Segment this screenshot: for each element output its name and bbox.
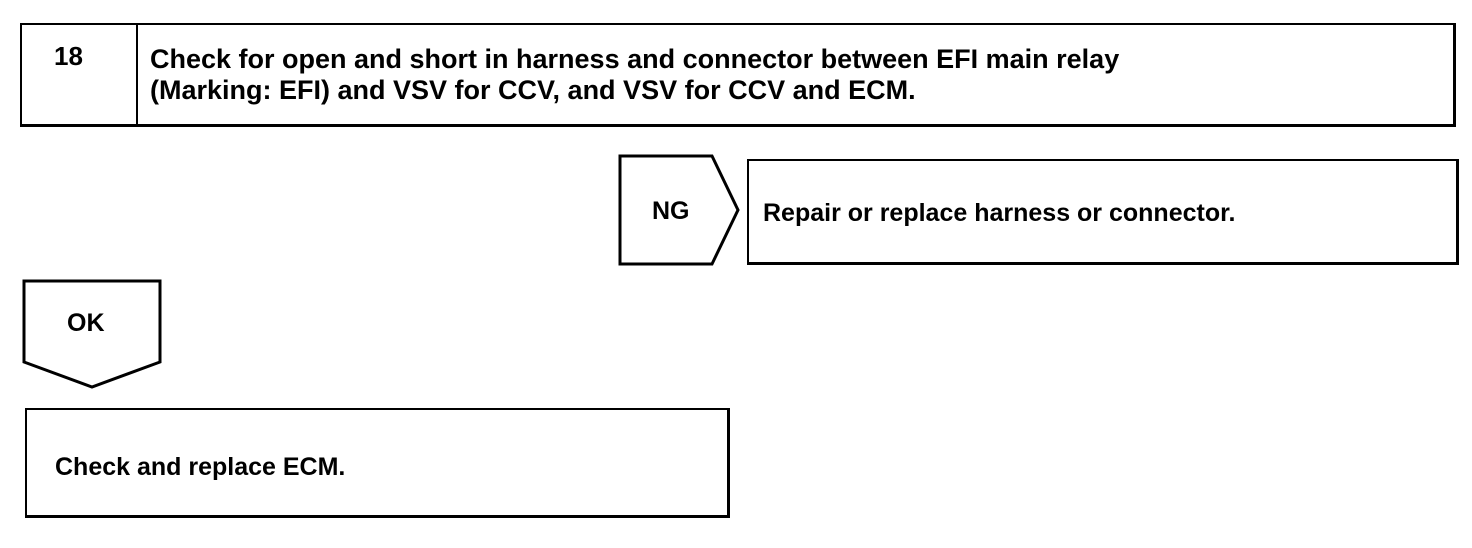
ng-result-text: Repair or replace harness or connector. [763, 199, 1236, 227]
ok-result-box: Check and replace ECM. [25, 408, 730, 518]
ng-tag-shape [618, 154, 740, 266]
ok-result-text: Check and replace ECM. [55, 453, 346, 481]
ng-result-box: Repair or replace harness or connector. [747, 159, 1459, 265]
step-title-line-1: Check for open and short in harness and … [150, 44, 1120, 74]
step-number: 18 [54, 41, 83, 71]
ng-tag-label: NG [652, 197, 690, 225]
ok-tag-label: OK [67, 309, 105, 337]
step-title-line-2: (Marking: EFI) and VSV for CCV, and VSV … [150, 75, 916, 105]
step-box: 18 Check for open and short in harness a… [20, 23, 1456, 127]
ok-tag-shape [22, 279, 162, 389]
step-title: Check for open and short in harness and … [150, 44, 1433, 106]
step-number-cell: 18 [22, 25, 138, 124]
